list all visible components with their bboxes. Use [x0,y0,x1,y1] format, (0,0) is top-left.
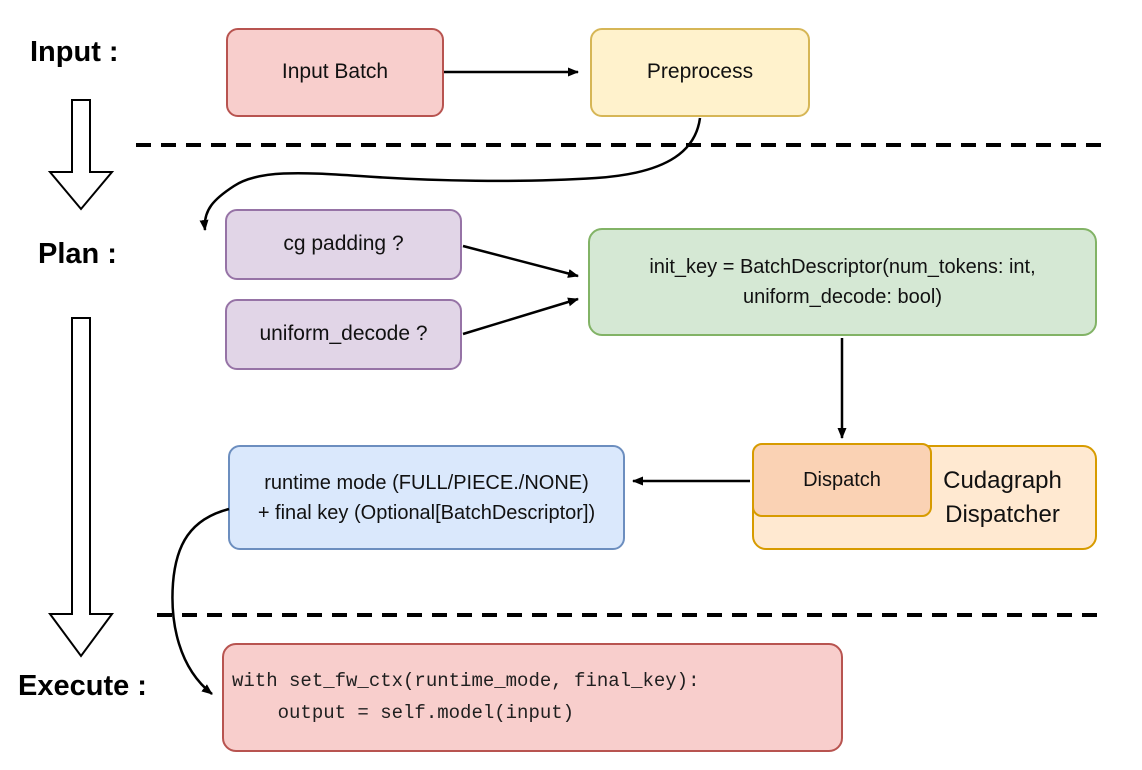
cg-padding-node: cg padding ? [225,209,462,280]
preprocess-label: Preprocess [646,60,754,84]
plan-to-execute-arrow [48,317,114,658]
init-key-line2: uniform_decode: bool) [742,286,942,308]
input-stage-label: Input : [30,36,119,68]
execute-code-node: with set_fw_ctx(runtime_mode, final_key)… [222,643,843,752]
plan-stage-label: Plan : [38,238,117,270]
arrow-runtime-mode-to-execute-code [171,507,230,695]
arrow-uniform-decode-to-init-key [462,297,579,336]
input-to-plan-arrow [47,99,115,211]
cudagraph-dispatcher-label: Cudagraph Dispatcher [915,464,1090,531]
preprocess-node: Preprocess [590,28,810,117]
runtime-mode-node: runtime mode (FULL/PIECE./NONE) + final … [228,445,625,550]
input-batch-node: Input Batch [226,28,444,117]
cg-padding-label: cg padding ? [283,232,404,256]
dispatch-label: Dispatch [803,468,881,491]
execute-stage-label: Execute : [18,670,147,702]
execute-code-line2: output = self.model(input) [232,701,575,724]
input-batch-label: Input Batch [281,60,389,84]
execute-code-line1: with set_fw_ctx(runtime_mode, final_key)… [232,670,700,693]
init-key-node: init_key = BatchDescriptor(num_tokens: i… [588,228,1097,336]
dispatch-node: Dispatch [752,443,932,517]
cudagraph-dispatcher-line2: Dispatcher [945,500,1060,528]
uniform-decode-label: uniform_decode ? [259,322,428,346]
init-key-line1: init_key = BatchDescriptor(num_tokens: i… [649,256,1036,278]
uniform-decode-node: uniform_decode ? [225,299,462,370]
cudagraph-dispatcher-line1: Cudagraph [943,466,1062,494]
runtime-mode-line1: runtime mode (FULL/PIECE./NONE) [264,471,589,494]
arrow-cg-padding-to-init-key [462,244,579,278]
runtime-mode-line2: + final key (Optional[BatchDescriptor]) [257,501,596,524]
